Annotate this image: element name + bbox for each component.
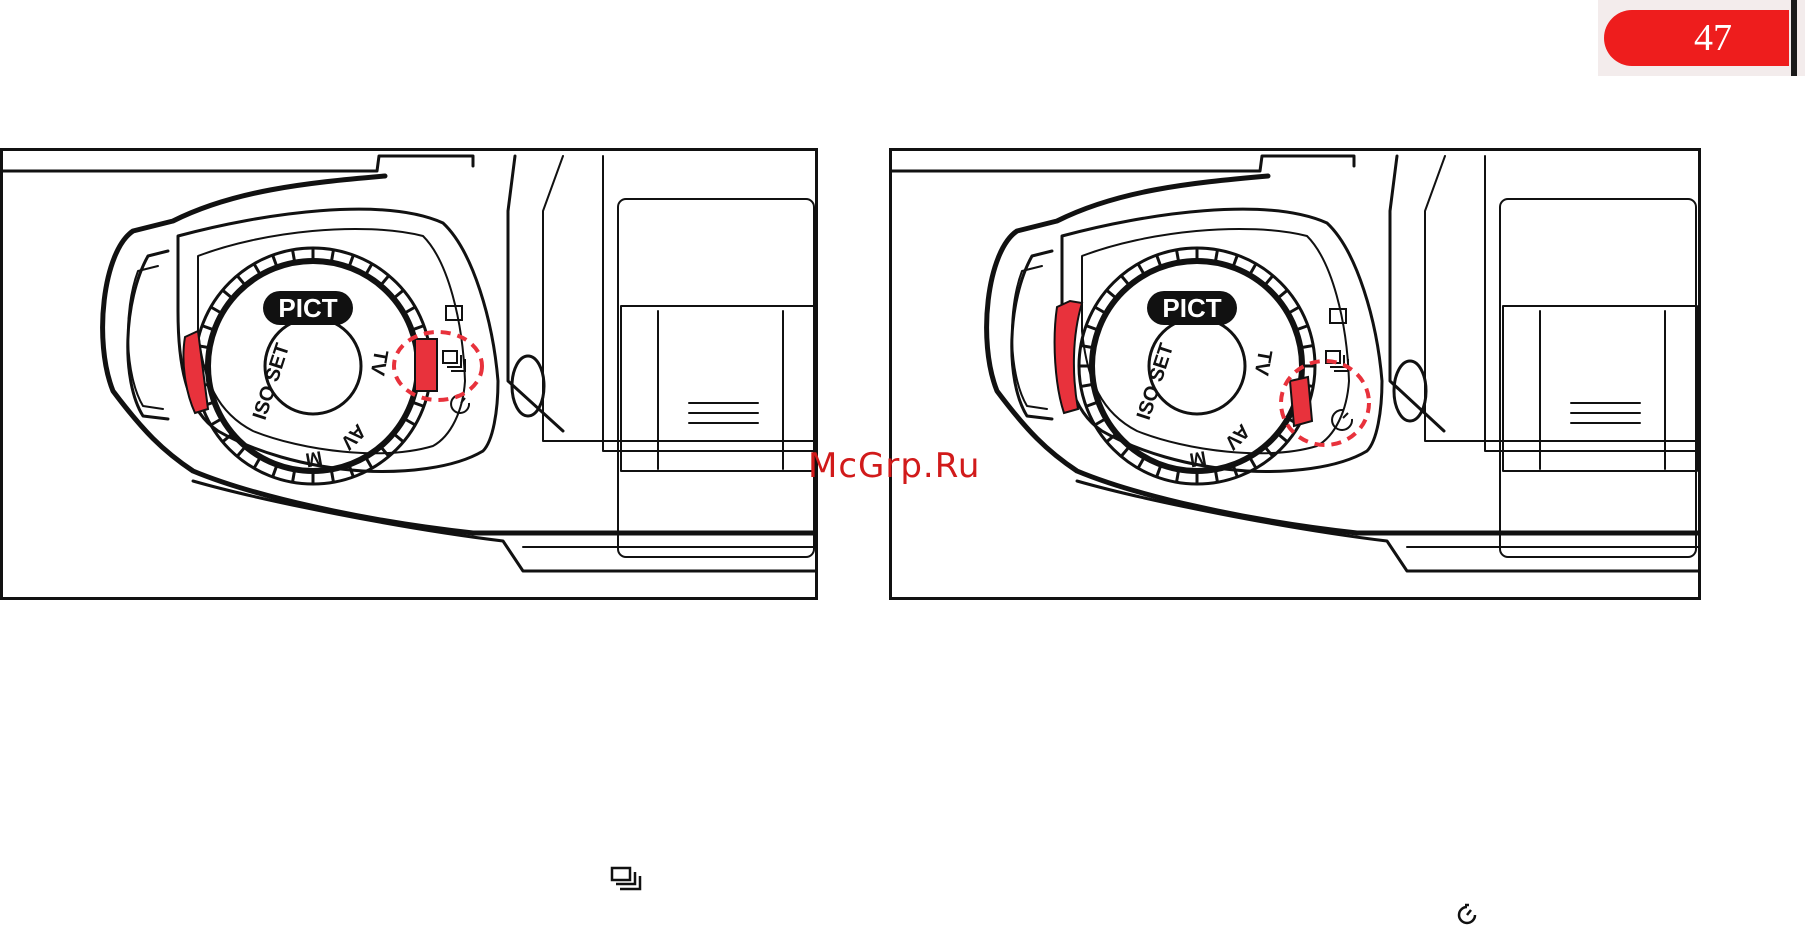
figure-self-timer: PICT ISO SET TV AV M bbox=[889, 148, 1701, 600]
dial-tick bbox=[1215, 251, 1217, 263]
dial-label-av: AV bbox=[1219, 419, 1254, 454]
dial-tick bbox=[393, 291, 402, 299]
camera-top-illustration: PICT ISO SET TV AV M bbox=[892, 151, 1701, 600]
continuous-shooting-icon bbox=[443, 351, 465, 371]
camera-top-illustration: PICT ISO SET TV AV M bbox=[3, 151, 818, 600]
dial-label-pict: PICT bbox=[278, 293, 337, 323]
figure-continuous-shooting: PICT ISO SET TV AV M bbox=[0, 148, 818, 600]
single-frame-icon bbox=[1330, 309, 1346, 323]
drive-lever-highlight bbox=[415, 339, 437, 391]
dial-tick bbox=[1082, 384, 1094, 386]
dial-tick bbox=[380, 276, 388, 285]
dial-label-iso-set: ISO SET bbox=[249, 341, 294, 423]
dial-tick bbox=[393, 433, 402, 441]
dial-tick bbox=[331, 251, 333, 263]
drive-lever-highlight bbox=[1290, 377, 1312, 426]
dial-lever-grip bbox=[183, 331, 208, 413]
dial-tick bbox=[1277, 291, 1286, 299]
dial-tick bbox=[1082, 346, 1094, 348]
dial-tick bbox=[1264, 276, 1272, 285]
dial-tick bbox=[1264, 446, 1272, 455]
dial-tick bbox=[238, 276, 246, 285]
dial-tick bbox=[293, 469, 295, 481]
dial-tick bbox=[1107, 291, 1116, 299]
dial-tick bbox=[223, 291, 232, 299]
dial-tick bbox=[238, 446, 246, 455]
dial-tick bbox=[293, 251, 295, 263]
single-frame-icon bbox=[446, 306, 462, 320]
page-number-tab: 47 bbox=[1598, 0, 1805, 76]
dial-label-pict: PICT bbox=[1162, 293, 1221, 323]
dial-label-m: M bbox=[304, 446, 324, 471]
dial-tick bbox=[380, 446, 388, 455]
dial-tick bbox=[1177, 469, 1179, 481]
dial-tick bbox=[1215, 469, 1217, 481]
page-number: 47 bbox=[1658, 14, 1768, 62]
dial-tick bbox=[1122, 446, 1130, 455]
dial-label-m: M bbox=[1188, 446, 1208, 471]
dial-tick bbox=[1177, 251, 1179, 263]
dial-tick bbox=[1122, 276, 1130, 285]
dial-label-tv: TV bbox=[1250, 348, 1276, 378]
dial-label-iso-set: ISO SET bbox=[1133, 341, 1178, 423]
self-timer-icon bbox=[1455, 903, 1479, 927]
continuous-shooting-icon bbox=[610, 865, 644, 893]
dial-label-tv: TV bbox=[366, 348, 392, 378]
dial-tick bbox=[331, 469, 333, 481]
dial-tick bbox=[1300, 346, 1312, 348]
dial-tick bbox=[1277, 433, 1286, 441]
dial-label-av: AV bbox=[335, 419, 370, 454]
watermark: McGrp.Ru bbox=[808, 446, 980, 486]
